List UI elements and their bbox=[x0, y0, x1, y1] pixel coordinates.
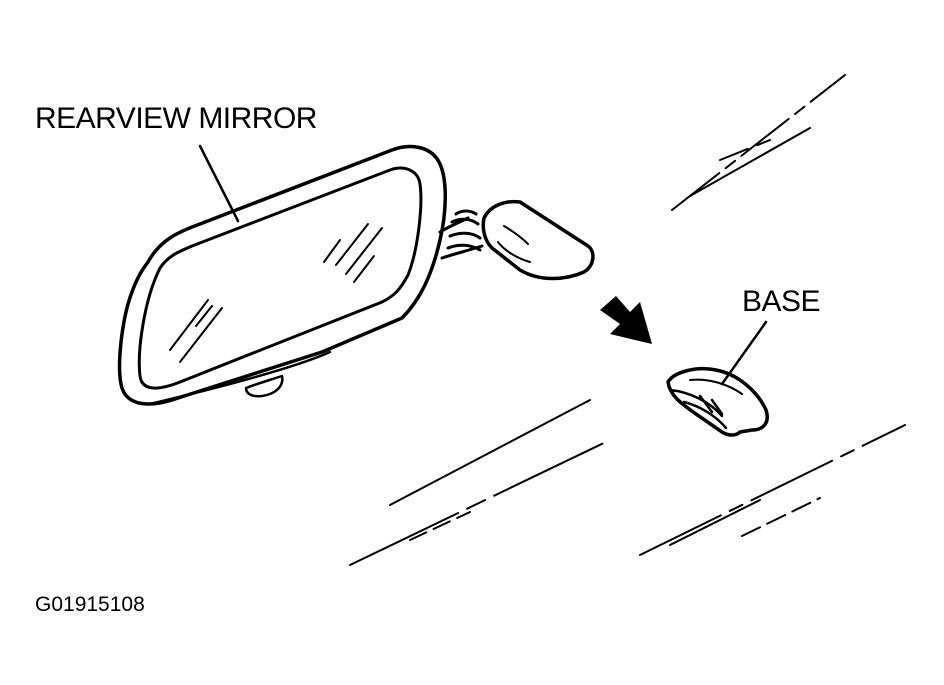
arrow-down-right-icon bbox=[600, 296, 652, 344]
windshield-lines bbox=[349, 74, 906, 566]
mirror-leader-line bbox=[198, 144, 240, 223]
leader-lines bbox=[198, 144, 768, 386]
figure-code: G01915108 bbox=[35, 593, 145, 616]
rearview-mirror bbox=[117, 144, 595, 406]
base-label: BASE bbox=[742, 285, 820, 318]
rearview-mirror-label: REARVIEW MIRROR bbox=[35, 102, 317, 135]
base-leader-line bbox=[720, 320, 768, 386]
mirror-base bbox=[666, 367, 769, 437]
